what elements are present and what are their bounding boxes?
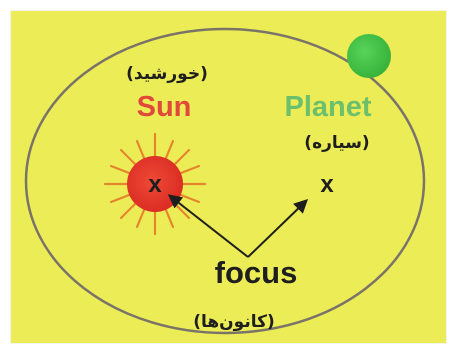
focus-label: focus bbox=[215, 255, 298, 290]
arrow-to-empty-focus bbox=[248, 201, 306, 257]
planet-persian-label: (سیاره) bbox=[304, 133, 369, 153]
arrow-to-sun-focus bbox=[170, 196, 248, 257]
sun-focus-mark: x bbox=[148, 171, 162, 198]
planet-label: Planet bbox=[284, 91, 371, 123]
empty-focus-mark: x bbox=[320, 171, 334, 198]
focus-persian-label: (کانون‌ها) bbox=[193, 312, 275, 332]
sun-label: Sun bbox=[137, 91, 192, 123]
sun-persian-label: (خورشید) bbox=[126, 64, 208, 84]
planet-circle bbox=[347, 34, 391, 78]
